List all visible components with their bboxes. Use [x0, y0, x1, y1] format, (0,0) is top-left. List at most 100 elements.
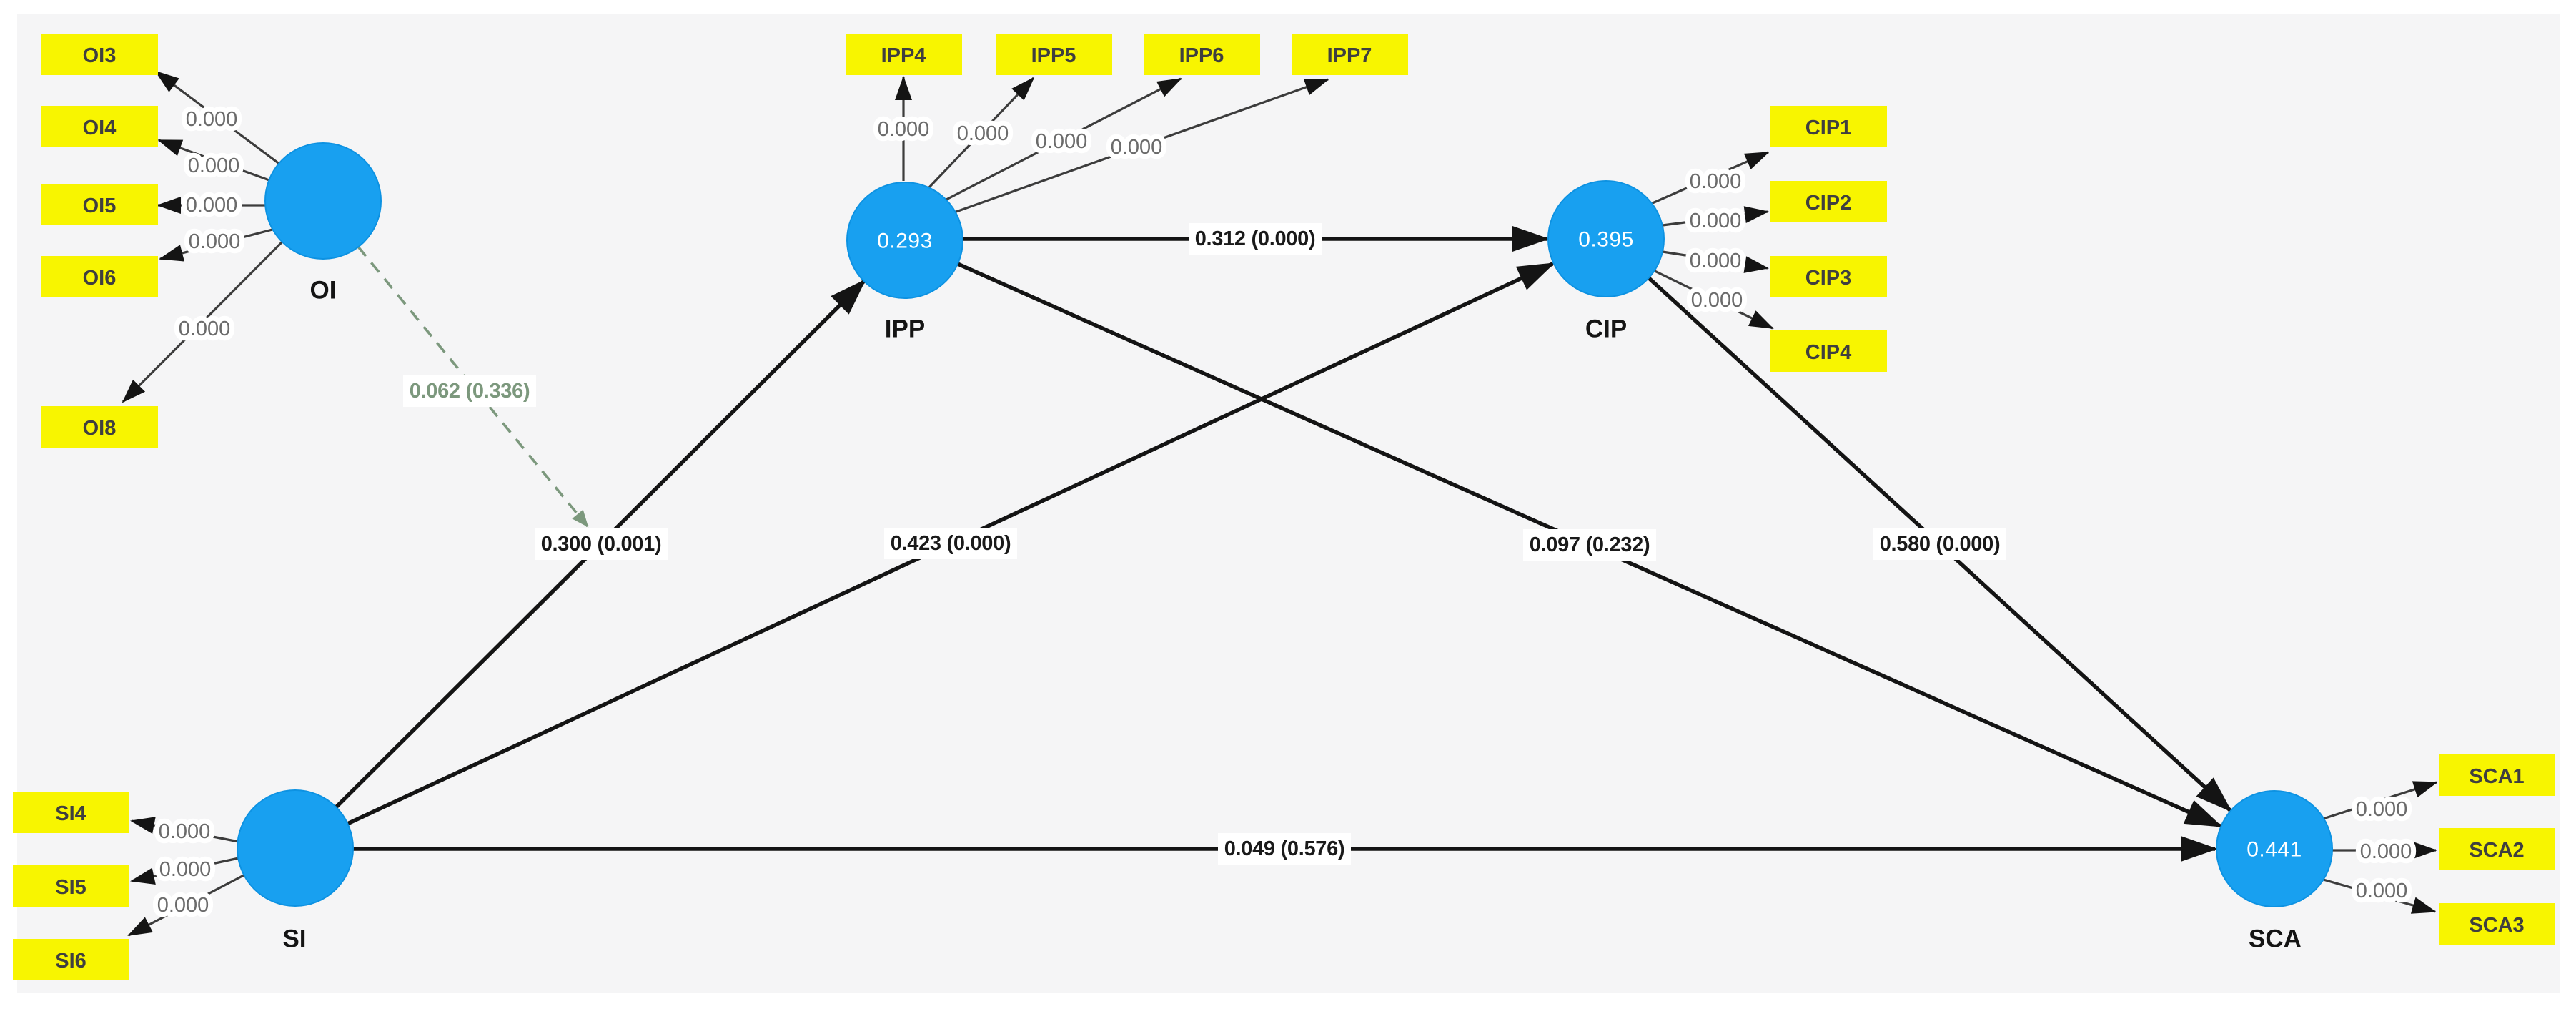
indicator-box-sca3[interactable]: SCA3: [2439, 903, 2555, 945]
loading-oi8: 0.000: [179, 318, 231, 340]
path-label-bg: [535, 528, 668, 560]
arrow-cip-cip1[interactable]: [1647, 151, 1770, 207]
indicator-label: OI4: [83, 117, 117, 139]
path-label-bg: [884, 528, 1017, 559]
r-squared-value: 0.441: [2246, 838, 2302, 862]
indicator-label: SCA2: [2469, 839, 2524, 862]
construct-cip[interactable]: 0.395 CIP: [1547, 180, 1665, 343]
indicator-label: CIP3: [1805, 267, 1851, 290]
loading-si6: 0.000: [157, 894, 209, 917]
path-label-si-ipp: 0.300 (0.001): [535, 528, 668, 560]
arrow-cip-cip2[interactable]: [1662, 206, 1769, 227]
indicator-box-ipp6[interactable]: IPP6: [1144, 34, 1260, 75]
construct-sca[interactable]: 0.441 SCA: [2216, 790, 2333, 953]
r-squared-value: 0.293: [877, 230, 933, 253]
path-coefficient: 0.580 (0.000): [1880, 533, 2001, 556]
path-label-ipp-sca: 0.097 (0.232): [1523, 529, 1656, 561]
indicator-box-oi8[interactable]: OI8: [41, 406, 158, 448]
loading-cip1: 0.000: [1690, 170, 1742, 193]
construct-name: OI: [310, 277, 337, 305]
indicator-box-oi6[interactable]: OI6: [41, 256, 158, 297]
construct-ipp[interactable]: 0.293 IPP: [846, 182, 963, 343]
indicator-label: SCA3: [2469, 914, 2524, 937]
loading-sca3: 0.000: [2356, 880, 2408, 902]
path-label-bg: [1218, 833, 1351, 865]
path-label-bg: [403, 375, 536, 407]
arrow-si-si6[interactable]: [127, 874, 244, 937]
loading-cip4: 0.000: [1691, 289, 1743, 312]
indicator-arrows: [122, 70, 2438, 937]
arrow-oi-oi4[interactable]: [157, 139, 276, 184]
indicator-box-ipp7[interactable]: IPP7: [1292, 34, 1408, 75]
construct-name: SI: [282, 925, 306, 953]
loading-si4: 0.000: [159, 820, 211, 843]
path-oi-moderation[interactable]: [357, 245, 589, 528]
indicator-label: OI3: [83, 44, 117, 67]
loading-cip3: 0.000: [1690, 250, 1742, 272]
path-label-si-cip: 0.423 (0.000): [884, 528, 1017, 559]
indicator-box-oi3[interactable]: OI3: [41, 34, 158, 75]
construct-name: IPP: [885, 315, 925, 343]
arrow-ipp-ipp7[interactable]: [953, 78, 1329, 214]
path-label-oi-moderation: 0.062 (0.336): [403, 375, 536, 407]
indicator-boxes: OI3 OI4 OI5 OI6 OI8 SI4 SI5 SI6: [13, 34, 2555, 980]
indicator-label: CIP2: [1805, 192, 1851, 215]
indicator-label: IPP4: [881, 44, 926, 67]
r-squared-value: 0.395: [1578, 228, 1634, 252]
indicator-label: OI8: [83, 417, 117, 440]
construct-si[interactable]: SI: [237, 789, 354, 953]
arrow-si-si4[interactable]: [130, 817, 239, 843]
arrow-sca-sca3[interactable]: [2320, 877, 2437, 914]
arrow-ipp-ipp5[interactable]: [928, 77, 1035, 189]
diagram-background: [17, 14, 2560, 993]
loading-oi5: 0.000: [186, 194, 238, 217]
path-coefficient: 0.423 (0.000): [891, 532, 1011, 555]
arrow-oi-oi8[interactable]: [122, 240, 284, 403]
indicator-box-oi5[interactable]: OI5: [41, 184, 158, 225]
indicator-box-sca2[interactable]: SCA2: [2439, 828, 2555, 870]
path-label-bg: [1873, 528, 2006, 560]
arrow-oi-oi3[interactable]: [154, 70, 281, 166]
construct-oi[interactable]: OI: [264, 142, 382, 305]
indicator-box-sca1[interactable]: SCA1: [2439, 754, 2555, 796]
indicator-box-cip3[interactable]: CIP3: [1770, 256, 1887, 297]
loading-oi4: 0.000: [188, 154, 240, 177]
loading-sca1: 0.000: [2356, 798, 2408, 821]
loading-cip2: 0.000: [1690, 210, 1742, 232]
constructs: OI 0.293 IPP 0.395 CIP SI 0.441 SCA: [237, 142, 2333, 953]
indicator-label: OI6: [83, 267, 117, 290]
loading-si5: 0.000: [159, 858, 212, 881]
indicator-box-si6[interactable]: SI6: [13, 939, 129, 980]
arrow-cip-cip4[interactable]: [1653, 269, 1774, 330]
indicator-box-cip4[interactable]: CIP4: [1770, 330, 1887, 372]
indicator-box-cip1[interactable]: CIP1: [1770, 106, 1887, 147]
indicator-label: SI6: [55, 950, 86, 973]
moderation-coefficient: 0.062 (0.336): [410, 380, 530, 403]
indicator-box-si5[interactable]: SI5: [13, 865, 129, 907]
indicator-box-oi4[interactable]: OI4: [41, 106, 158, 147]
indicator-label: OI5: [83, 195, 117, 217]
loading-oi6: 0.000: [189, 230, 241, 253]
indicator-box-cip2[interactable]: CIP2: [1770, 181, 1887, 222]
indicator-box-ipp5[interactable]: IPP5: [996, 34, 1112, 75]
indicator-label: CIP4: [1805, 341, 1851, 364]
path-label-ipp-cip: 0.312 (0.000): [1189, 223, 1322, 255]
arrow-sca-sca1[interactable]: [2320, 781, 2438, 821]
loading-sca2: 0.000: [2360, 840, 2412, 863]
path-coefficient: 0.049 (0.576): [1224, 837, 1345, 860]
arrow-ipp-ipp6[interactable]: [944, 77, 1182, 202]
indicator-box-si4[interactable]: SI4: [13, 792, 129, 833]
loading-ipp4: 0.000: [878, 118, 930, 141]
arrow-si-si5[interactable]: [130, 857, 239, 885]
path-coefficient: 0.312 (0.000): [1195, 227, 1316, 250]
loading-ipp5: 0.000: [957, 122, 1009, 145]
arrow-cip-cip3[interactable]: [1662, 250, 1769, 273]
path-label-cip-sca: 0.580 (0.000): [1873, 528, 2006, 560]
path-label-bg: [1189, 223, 1322, 255]
indicator-box-ipp4[interactable]: IPP4: [846, 34, 962, 75]
path-labels: 0.300 (0.001) 0.423 (0.000) 0.312 (0.000…: [403, 223, 2006, 865]
path-coefficient: 0.097 (0.232): [1530, 533, 1650, 556]
arrow-oi-oi6[interactable]: [159, 227, 276, 262]
